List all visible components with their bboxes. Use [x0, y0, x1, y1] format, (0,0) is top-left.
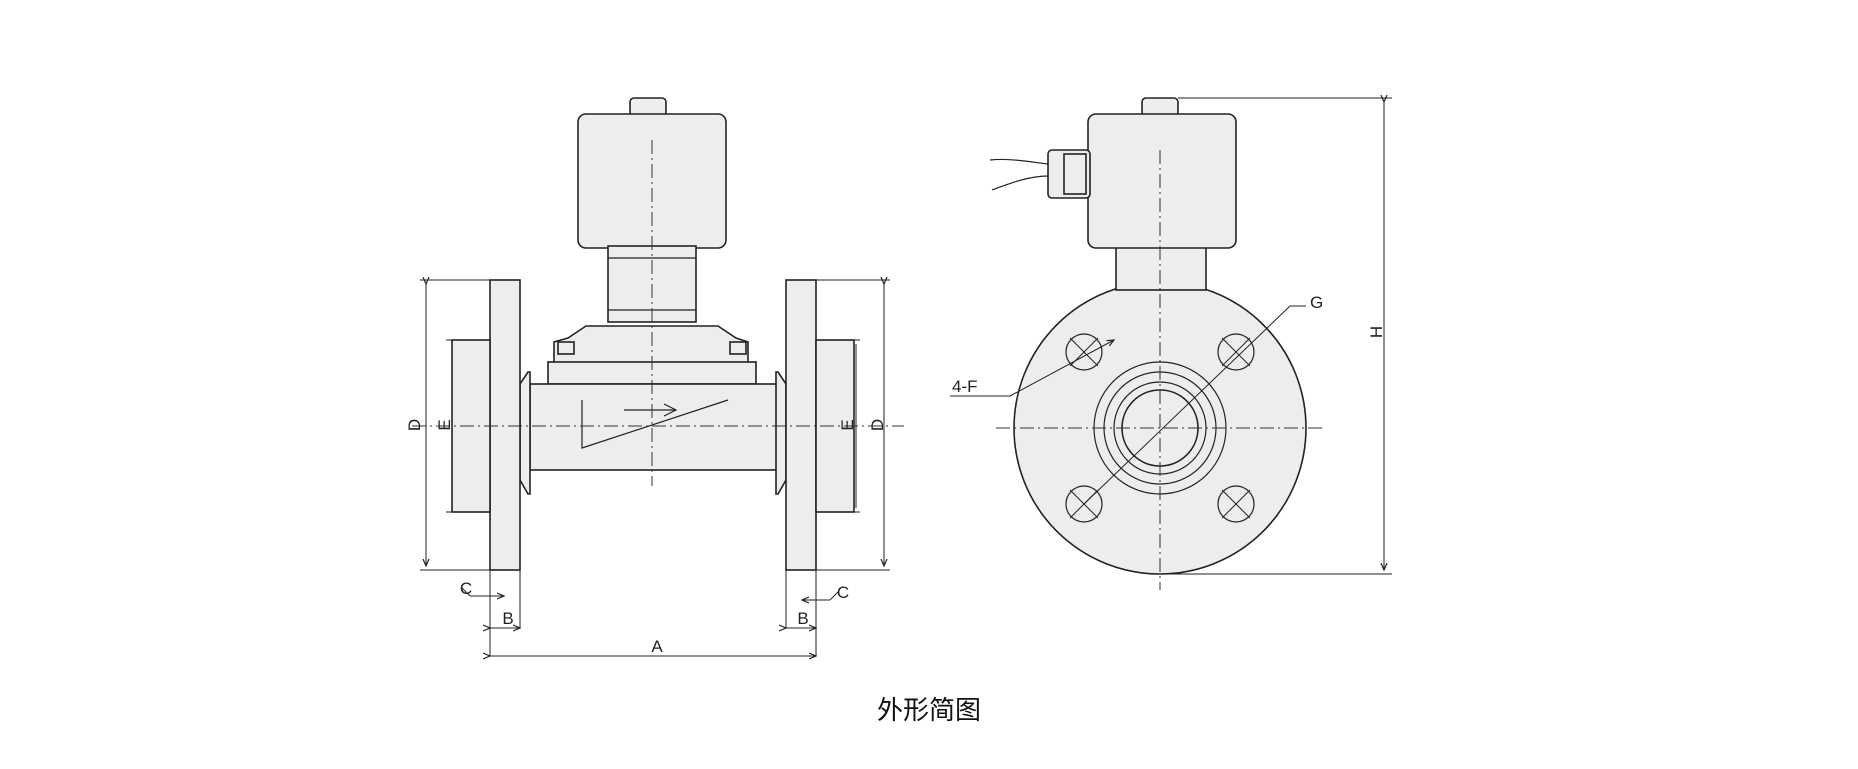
dim-label-a: A — [651, 637, 663, 656]
left-flange — [489, 279, 521, 571]
side-view: G 4-F H — [950, 98, 1392, 590]
dim-label-e-right: E — [838, 419, 857, 430]
coil-body — [577, 113, 727, 249]
dim-label-c-right: C — [837, 583, 849, 602]
bolt-hole — [1217, 333, 1255, 371]
dim-label-4f: 4-F — [952, 377, 978, 396]
figure-caption: 外形简图 — [876, 696, 981, 726]
dim-label-h: H — [1367, 326, 1386, 338]
bolt-hole — [1217, 485, 1255, 523]
right-flange — [785, 279, 817, 571]
bolt-hole — [1065, 485, 1103, 523]
dim-label-d-left: D — [405, 419, 424, 431]
dim-label-g: G — [1310, 293, 1323, 312]
front-view: D E D E C B C B A — [405, 97, 904, 656]
valve-body — [529, 383, 779, 471]
bolt-hole — [1065, 333, 1103, 371]
dim-label-b-right: B — [797, 609, 808, 628]
dim-label-d-right: D — [868, 419, 887, 431]
dim-label-b-left: B — [502, 609, 513, 628]
dim-label-e-left: E — [435, 419, 454, 430]
dim-label-c-left: C — [460, 579, 472, 598]
coil-body-side — [1087, 113, 1237, 249]
